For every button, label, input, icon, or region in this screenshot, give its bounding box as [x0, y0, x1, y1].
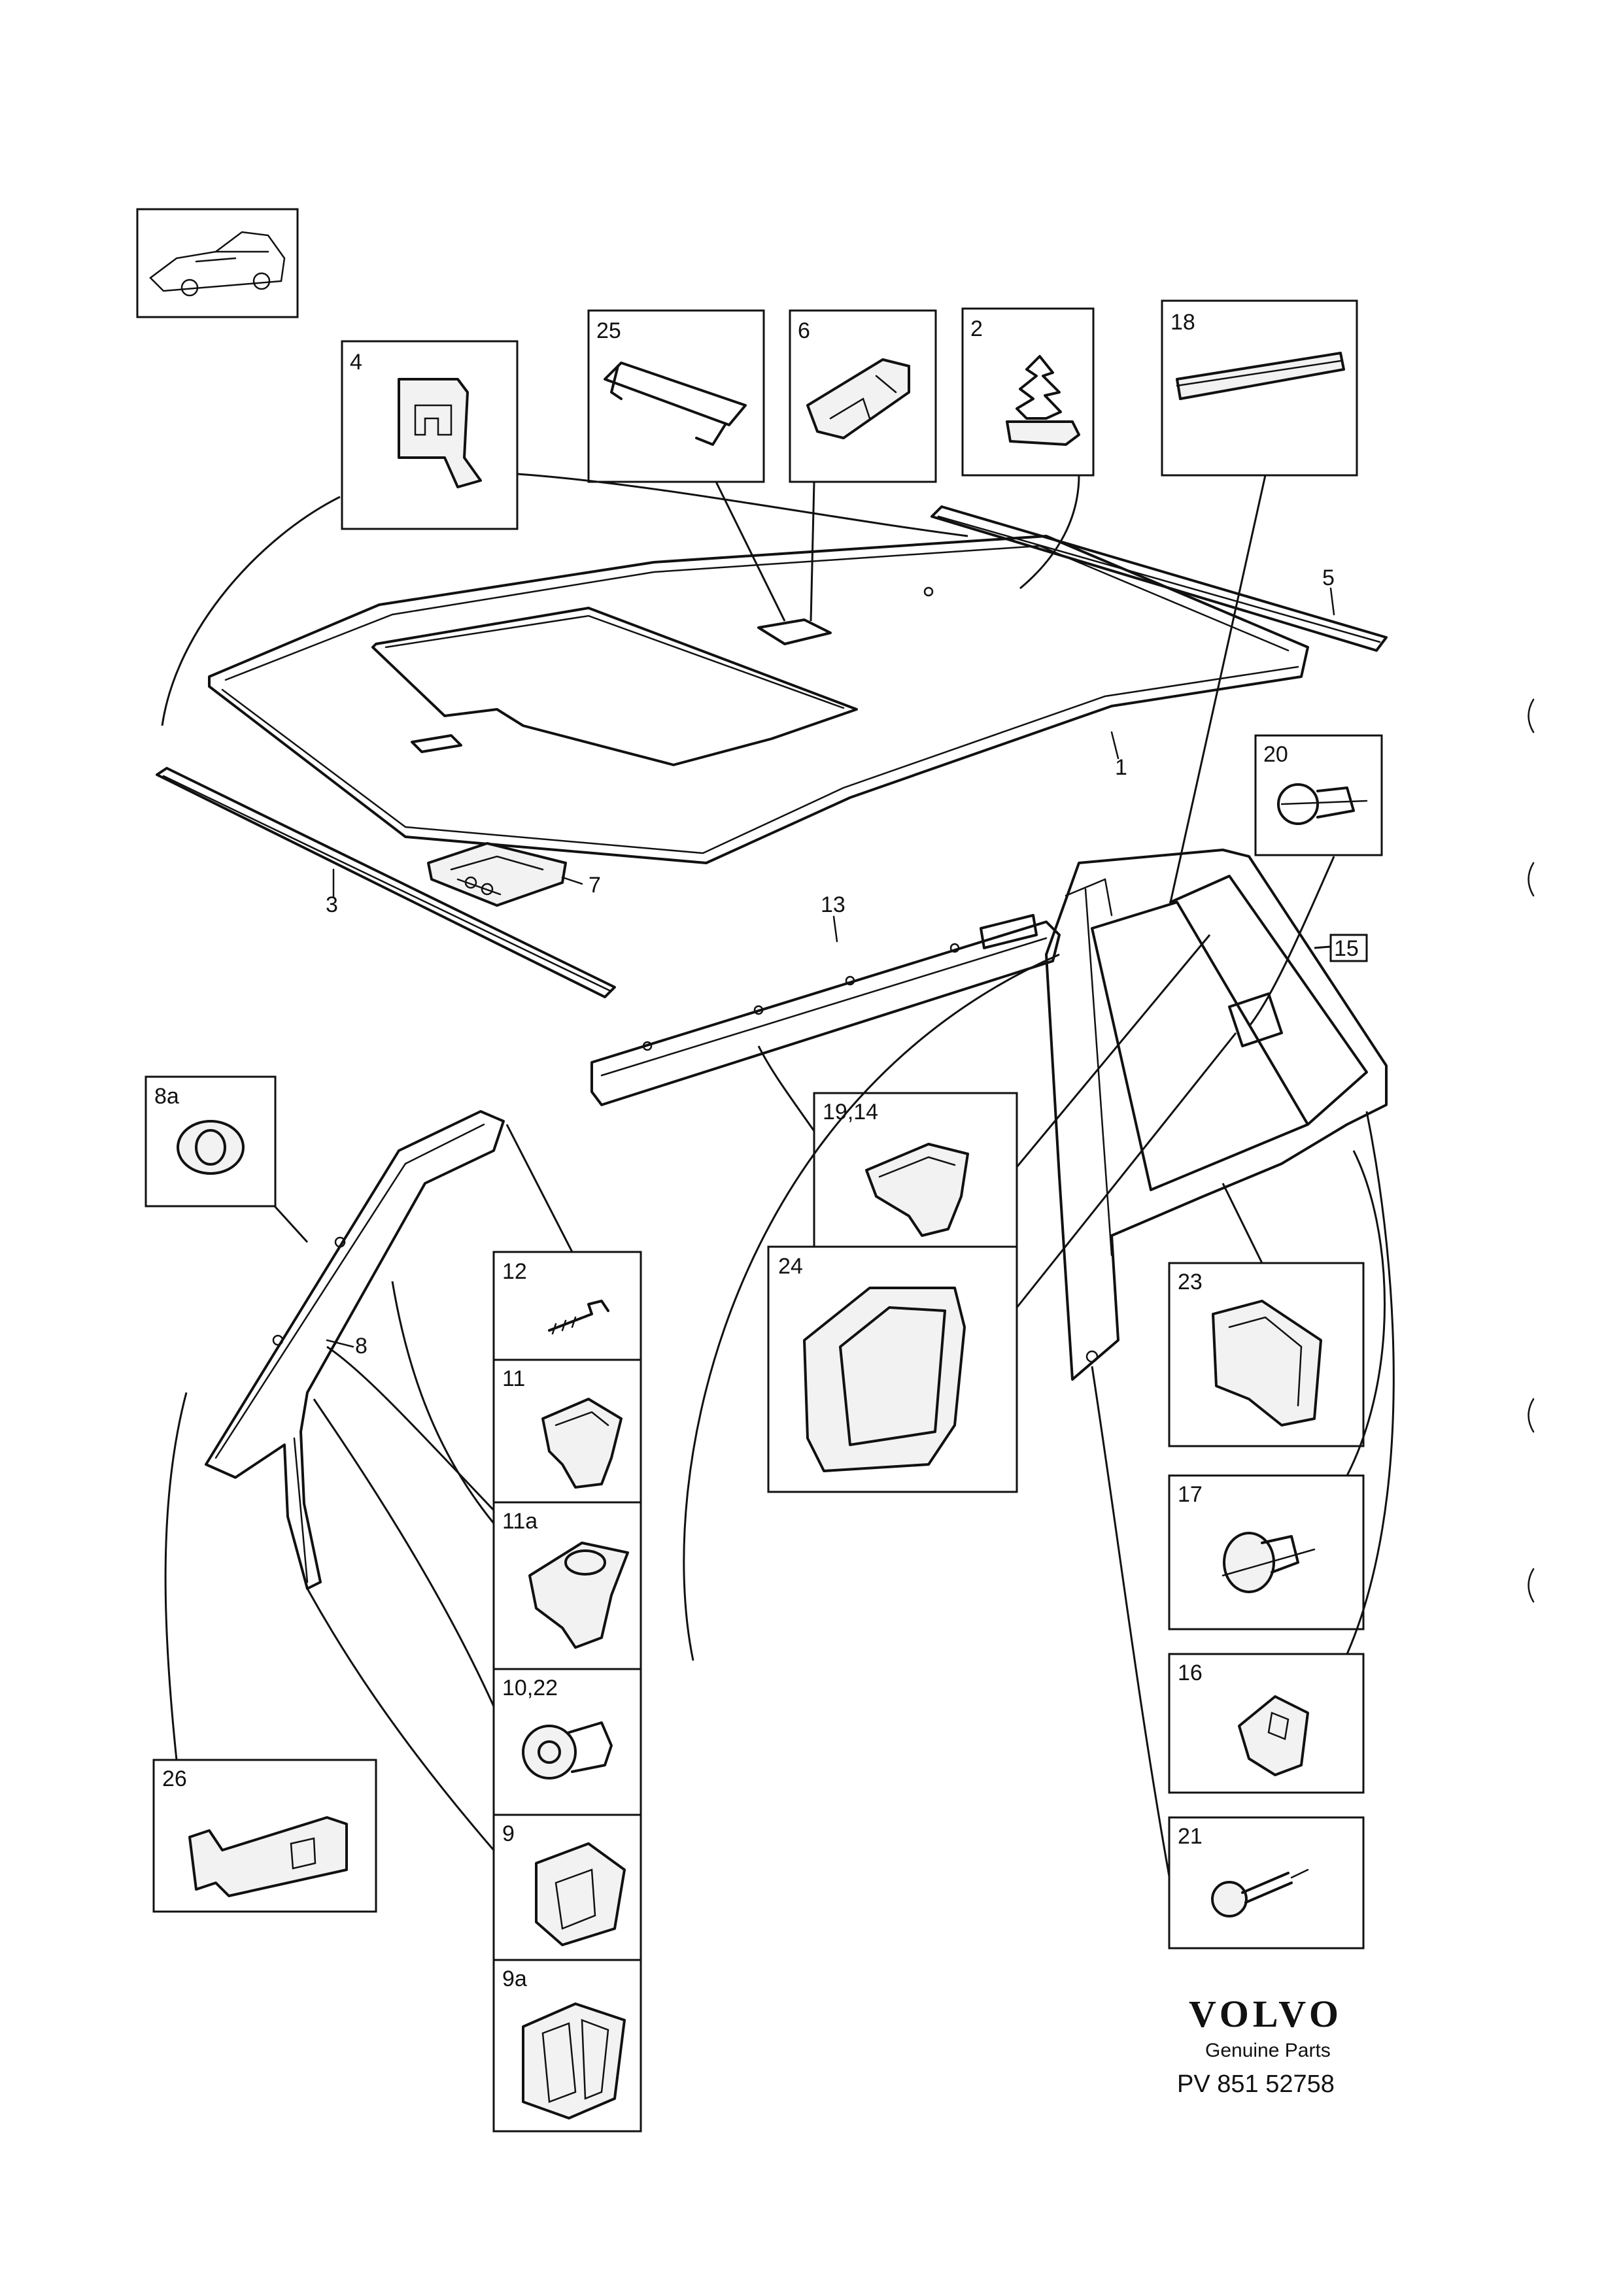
callout-25-label: 25 [596, 318, 621, 343]
callout-6-label: 6 [798, 318, 810, 343]
volvo-logo-text: VOLVO [1189, 1993, 1342, 2035]
rail-part-13 [590, 914, 1061, 1106]
brand-block: VOLVO Genuine Parts PV 851 52758 [1177, 1993, 1342, 2098]
callout-15-label: 15 [1334, 936, 1359, 961]
callout-1022-box: 10,22 [492, 1668, 642, 1816]
callout-8a-label: 8a [154, 1084, 179, 1109]
callout-25-box: 25 [587, 309, 765, 483]
callout-11-label: 11 [502, 1366, 525, 1391]
callout-6-box: 6 [789, 309, 937, 483]
part-label-5: 5 [1322, 566, 1335, 590]
strip-part-3 [156, 767, 616, 998]
callout-21-box: 21 [1168, 1816, 1365, 1950]
callout-9-box: 9 [492, 1814, 642, 1961]
callout-8a-box: 8a [145, 1075, 277, 1207]
callout-17-box: 17 [1168, 1474, 1365, 1630]
callout-11-box: 11 [492, 1359, 642, 1504]
callout-2-label: 2 [970, 316, 983, 341]
brand-subtitle: Genuine Parts [1205, 2040, 1331, 2061]
strip-part-5 [931, 505, 1388, 652]
part-label-3: 3 [326, 892, 338, 917]
rear-pillar-panel [1045, 849, 1388, 1381]
callout-23-box: 23 [1168, 1262, 1365, 1447]
part-label-13: 13 [821, 892, 846, 917]
callout-9a-box: 9a [492, 1959, 642, 2133]
callout-11a-label: 11a [502, 1509, 538, 1534]
callout-17-label: 17 [1178, 1482, 1203, 1507]
callout-24-box: 24 [767, 1245, 1018, 1493]
callout-1914-label: 19,14 [823, 1100, 878, 1124]
callout-15-tag: 15 [1329, 934, 1368, 962]
callout-9a-label: 9a [502, 1967, 527, 1991]
callout-9-label: 9 [502, 1821, 515, 1846]
lamp-part-7 [427, 842, 567, 907]
callout-16-box: 16 [1168, 1653, 1365, 1794]
callout-20-label: 20 [1263, 742, 1288, 767]
part-label-1: 1 [1115, 755, 1127, 780]
callout-4-box: 4 [341, 340, 519, 530]
margin-marks [1528, 698, 1535, 1603]
leader-lines [161, 473, 1395, 1877]
part-number: PV 851 52758 [1177, 2070, 1335, 2098]
callout-16-label: 16 [1178, 1661, 1203, 1685]
callout-20-box: 20 [1254, 734, 1383, 856]
callout-24-label: 24 [778, 1254, 803, 1279]
callout-23-label: 23 [1178, 1270, 1203, 1294]
callout-4-label: 4 [350, 350, 362, 375]
callout-26-label: 26 [162, 1766, 187, 1791]
callout-2-box: 2 [961, 307, 1095, 477]
callout-12-box: 12 [492, 1251, 642, 1361]
callout-1022-label: 10,22 [502, 1676, 558, 1700]
callout-21-label: 21 [1178, 1824, 1203, 1849]
callout-11a-box: 11a [492, 1501, 642, 1670]
a-pillar-part-8 [205, 1110, 505, 1590]
headliner-part [208, 535, 1309, 864]
callout-18-label: 18 [1170, 310, 1195, 335]
callout-18-box: 18 [1161, 299, 1358, 477]
part-labels: 1 3 5 7 8 13 [326, 566, 1335, 1359]
part-label-7: 7 [589, 873, 601, 898]
callout-26-box: 26 [152, 1759, 377, 1913]
part-label-8: 8 [355, 1334, 367, 1359]
car-thumbnail [136, 208, 299, 318]
callout-12-label: 12 [502, 1259, 527, 1284]
